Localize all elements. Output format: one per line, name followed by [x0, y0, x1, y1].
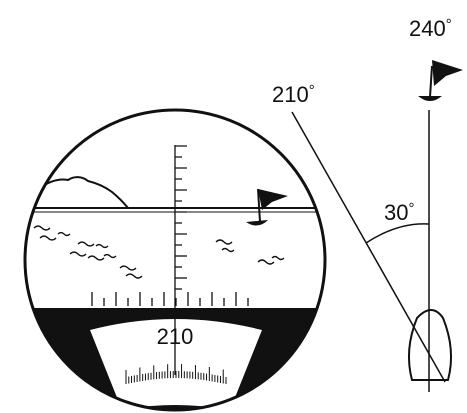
land-silhouette: [37, 176, 129, 209]
angle-label: 30°: [384, 200, 414, 225]
view-flag-icon: [246, 188, 288, 226]
heading-dial-window: [90, 319, 262, 410]
scope-ring: [23, 108, 327, 412]
bearing-line-210: [291, 111, 446, 383]
sea-waves: [33, 225, 285, 279]
dial-ticks: [125, 364, 227, 384]
boat-hull-icon: [408, 309, 452, 381]
bearing-label-near: 210°: [272, 82, 315, 107]
angle-arc: [365, 223, 430, 244]
far-flag-icon: [418, 60, 463, 101]
reticle-ticks: [175, 145, 187, 290]
horizontal-scale-ticks: [91, 292, 249, 306]
bearing-label-far: 240°: [409, 16, 452, 41]
